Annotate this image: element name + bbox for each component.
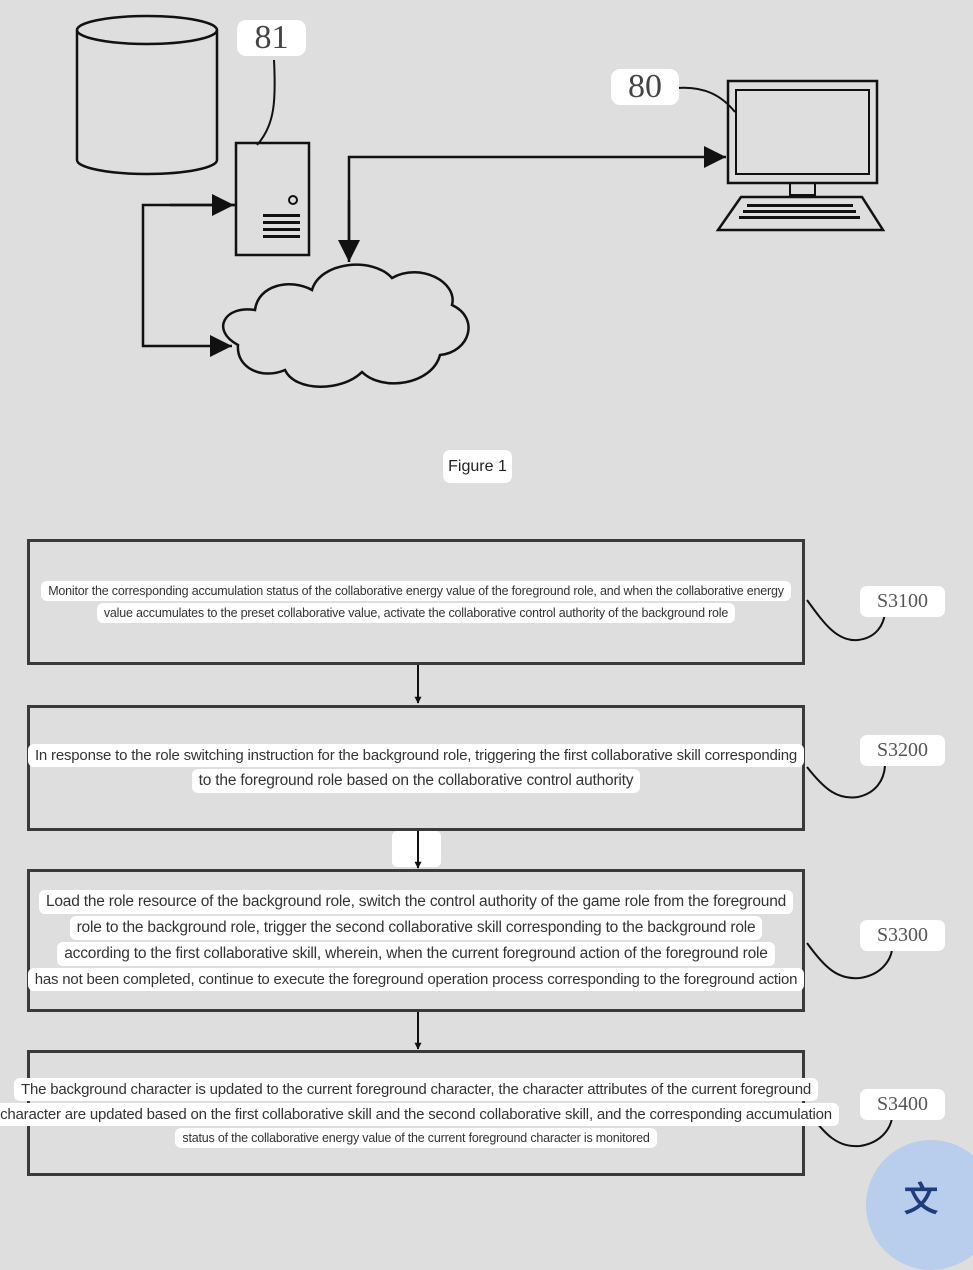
- step-box-s3300: Load the role resource of the background…: [27, 869, 805, 1012]
- translate-icon: 文: [904, 1180, 938, 1220]
- step-text-line: Monitor the corresponding accumulation s…: [41, 581, 791, 601]
- step-text-line: to the foreground role based on the coll…: [191, 768, 641, 793]
- ref-label-80: 80: [611, 69, 679, 105]
- ref-81-leader: [256, 59, 276, 146]
- step-text-line: value accumulates to the preset collabor…: [96, 603, 736, 623]
- step-text-line: according to the first collaborative ski…: [57, 942, 775, 966]
- figure-caption: Figure 1: [443, 450, 512, 483]
- database-icon: [75, 14, 219, 176]
- terminal-computer-icon: [715, 79, 886, 232]
- ref-label-81: 81: [237, 20, 306, 56]
- step-label-s3200: S3200: [860, 735, 945, 766]
- step-text-line: status of the collaborative energy value…: [175, 1128, 657, 1148]
- step-text-line: In response to the role switching instru…: [27, 743, 805, 767]
- server-icon: [234, 141, 311, 257]
- step-label-s3300: S3300: [860, 920, 945, 951]
- step-label-s3100: S3100: [860, 586, 945, 617]
- step-text-line: role to the background role, trigger the…: [69, 916, 763, 940]
- ref-80-leader: [676, 86, 736, 113]
- figure1-connections: [141, 146, 726, 357]
- patent-drawing: [75, 14, 893, 1148]
- arrow-highlight: [392, 831, 441, 867]
- step-box-s3100: Monitor the corresponding accumulation s…: [27, 539, 805, 665]
- step-box-s3400: The background character is updated to t…: [0, 1050, 839, 1176]
- step-text-line: The background character is updated to t…: [13, 1078, 819, 1101]
- cloud-network-icon: [222, 263, 470, 388]
- step-text-line: character are updated based on the first…: [0, 1103, 839, 1126]
- step-label-connectors: [806, 599, 893, 1148]
- step-label-s3400: S3400: [860, 1089, 945, 1120]
- step-text-line: has not been completed, continue to exec…: [27, 968, 805, 991]
- step-text-line: Load the role resource of the background…: [38, 890, 794, 914]
- step-box-s3200: In response to the role switching instru…: [27, 705, 805, 831]
